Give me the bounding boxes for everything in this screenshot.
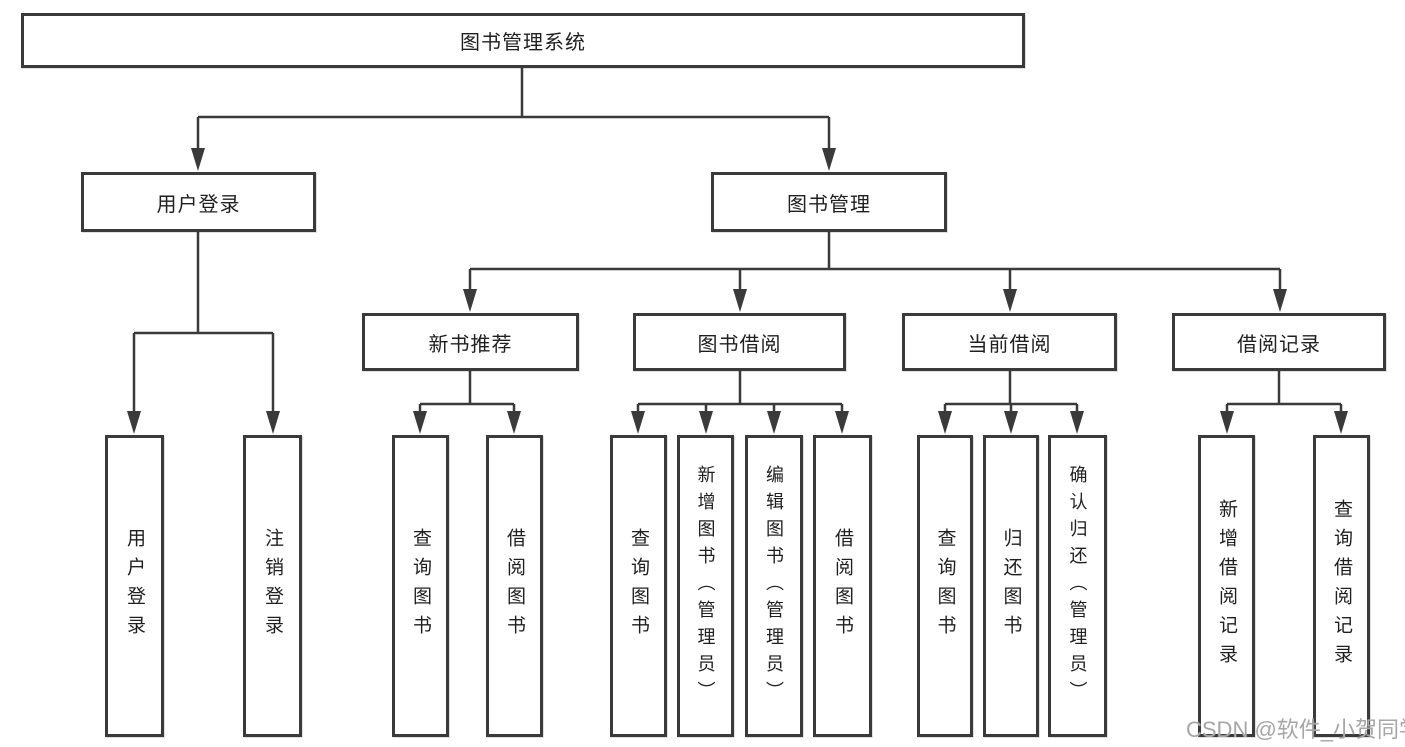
node-user-login-branch-label: 用户登录 (156, 193, 241, 216)
leaf-query-books-borrowing-label: 查询图书 (628, 528, 649, 644)
leaf-edit-books-admin: 编辑图书（管理员） (745, 435, 803, 737)
node-new-book-recommend-label: 新书推荐 (428, 333, 513, 356)
node-book-management: 图书管理 (711, 172, 947, 232)
leaf-return-books: 归还图书 (983, 435, 1039, 737)
leaf-add-books-admin: 新增图书（管理员） (677, 435, 734, 737)
leaf-query-books-recommend: 查询图书 (392, 435, 449, 737)
node-root: 图书管理系统 (21, 13, 1025, 68)
leaf-confirm-return-admin-label: 确认归还（管理员） (1067, 464, 1088, 708)
leaf-add-books-admin-label: 新增图书（管理员） (695, 464, 716, 708)
leaf-borrow-books-label: 借阅图书 (832, 528, 853, 644)
leaf-logout: 注销登录 (243, 435, 302, 737)
leaf-query-borrow-record: 查询借阅记录 (1313, 435, 1370, 737)
node-root-label: 图书管理系统 (460, 32, 586, 54)
leaf-user-login-label: 用户登录 (124, 528, 145, 644)
node-book-borrowing: 图书借阅 (633, 313, 846, 371)
node-user-login-branch: 用户登录 (81, 172, 316, 232)
node-new-book-recommend: 新书推荐 (362, 313, 579, 371)
node-borrowing-records: 借阅记录 (1172, 313, 1386, 371)
leaf-query-books-recommend-label: 查询图书 (410, 528, 431, 644)
leaf-edit-books-admin-label: 编辑图书（管理员） (764, 464, 784, 708)
leaf-query-borrow-record-label: 查询借阅记录 (1331, 499, 1352, 673)
leaf-query-books-current: 查询图书 (917, 435, 973, 737)
leaf-logout-label: 注销登录 (262, 528, 283, 644)
arrowheads (127, 148, 1348, 434)
leaf-query-books-current-label: 查询图书 (934, 528, 956, 644)
leaf-add-borrow-record-label: 新增借阅记录 (1216, 499, 1237, 673)
leaf-query-books-borrowing: 查询图书 (610, 435, 667, 737)
leaf-borrow-books-recommend-label: 借阅图书 (504, 528, 525, 644)
node-current-borrowing-label: 当前借阅 (967, 333, 1052, 356)
leaf-confirm-return-admin: 确认归还（管理员） (1048, 435, 1107, 737)
leaf-borrow-books-recommend: 借阅图书 (486, 435, 543, 737)
leaf-return-books-label: 归还图书 (1000, 528, 1022, 644)
leaf-user-login: 用户登录 (105, 435, 164, 737)
node-book-management-label: 图书管理 (787, 193, 871, 216)
leaf-add-borrow-record: 新增借阅记录 (1198, 435, 1255, 737)
node-book-borrowing-label: 图书借阅 (697, 333, 782, 356)
leaf-borrow-books: 借阅图书 (813, 435, 872, 737)
node-current-borrowing: 当前借阅 (902, 313, 1117, 371)
node-borrowing-records-label: 借阅记录 (1237, 333, 1321, 356)
